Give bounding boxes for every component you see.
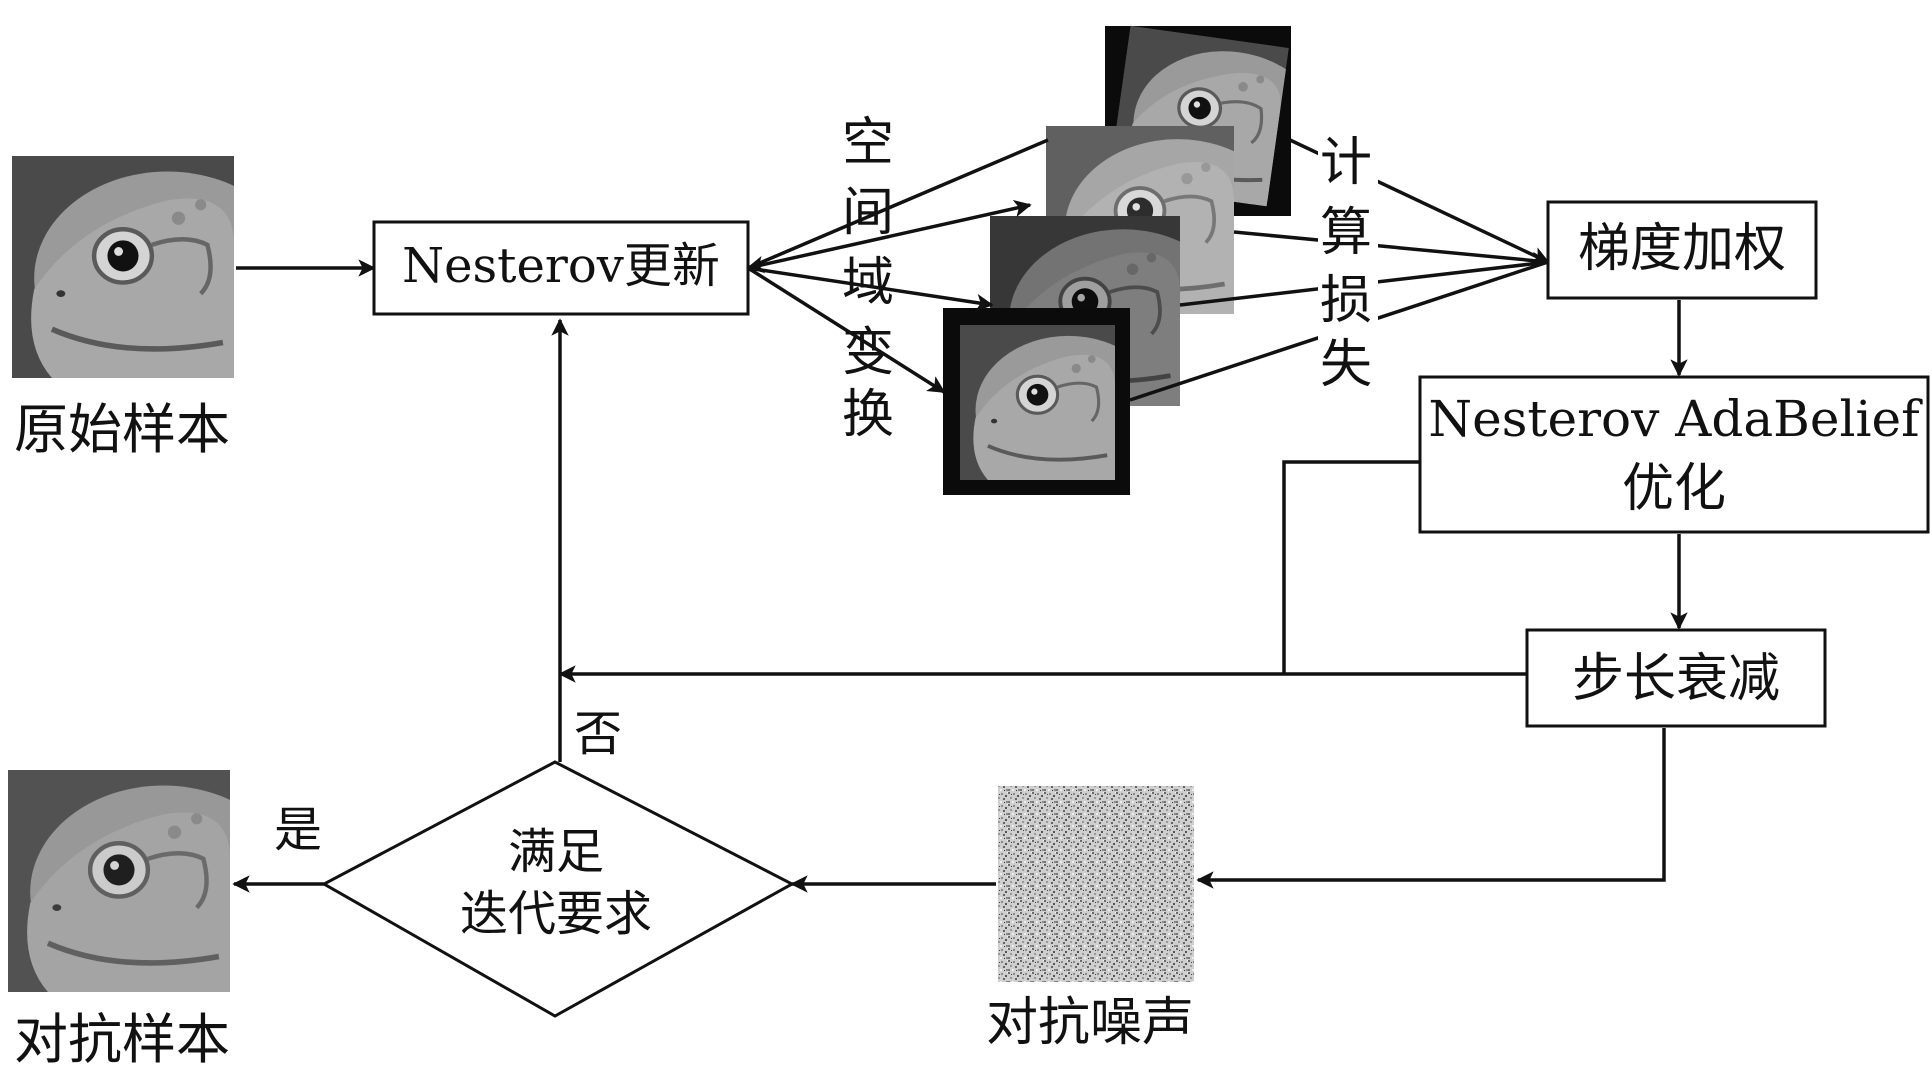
- fan-line-update-3: [747, 266, 994, 312]
- step-decay-box: 步长衰减: [1525, 628, 1827, 728]
- spatial-transform-char: 域: [842, 253, 894, 313]
- fan-line-update-4: [747, 266, 946, 394]
- adversarial-noise-image: [998, 786, 1194, 982]
- compute-loss-label: 计 算 损 失: [1318, 120, 1378, 395]
- spatial-transform-label: 空 间 域 变 换: [842, 113, 894, 445]
- compute-loss-char: 算: [1320, 203, 1372, 263]
- condition-line1: 满足: [508, 824, 604, 880]
- adversarial-noise-label: 对抗噪声: [986, 993, 1194, 1053]
- adversarial-sample-image: [8, 770, 230, 992]
- optimizer-label-line1: Nesterov AdaBelief: [1428, 390, 1923, 448]
- nesterov-update-label: Nesterov更新: [402, 238, 720, 294]
- spatial-transform-char: 变: [842, 323, 894, 383]
- optimizer-box: Nesterov AdaBelief 优化: [1418, 375, 1930, 534]
- optimizer-label-line2: 优化: [1622, 459, 1726, 519]
- step-decay-label: 步长衰减: [1572, 649, 1780, 709]
- compute-loss-char: 损: [1320, 271, 1372, 331]
- yes-label: 是: [274, 802, 322, 858]
- compute-loss-char: 计: [1320, 133, 1372, 193]
- condition-diamond: 满足 迭代要求: [320, 760, 796, 1018]
- condition-line2: 迭代要求: [460, 886, 652, 942]
- loss-line-2: [1233, 230, 1550, 270]
- connectors: [232, 138, 1688, 893]
- transformed-image-stack: [943, 25, 1291, 495]
- arrow-decay-to-noise: [1196, 728, 1666, 889]
- spatial-transform-char: 间: [842, 183, 894, 243]
- nesterov-update-box: Nesterov更新: [372, 220, 750, 316]
- spatial-transform-char: 换: [842, 385, 894, 445]
- gradient-weighting-label: 梯度加权: [1578, 219, 1786, 279]
- gradient-weighting-box: 梯度加权: [1546, 200, 1818, 300]
- compute-loss-char: 失: [1320, 335, 1372, 395]
- adversarial-sample-label: 对抗样本: [14, 1008, 230, 1071]
- optimizer-feedback-line: [1282, 460, 1420, 674]
- spatial-transform-char: 空: [842, 113, 894, 173]
- fan-line-update-2: [746, 199, 1032, 274]
- original-sample-label: 原始样本: [14, 398, 230, 461]
- no-label: 否: [574, 706, 622, 762]
- original-sample-image: [12, 156, 301, 385]
- transformed-image-framed: [943, 308, 1130, 495]
